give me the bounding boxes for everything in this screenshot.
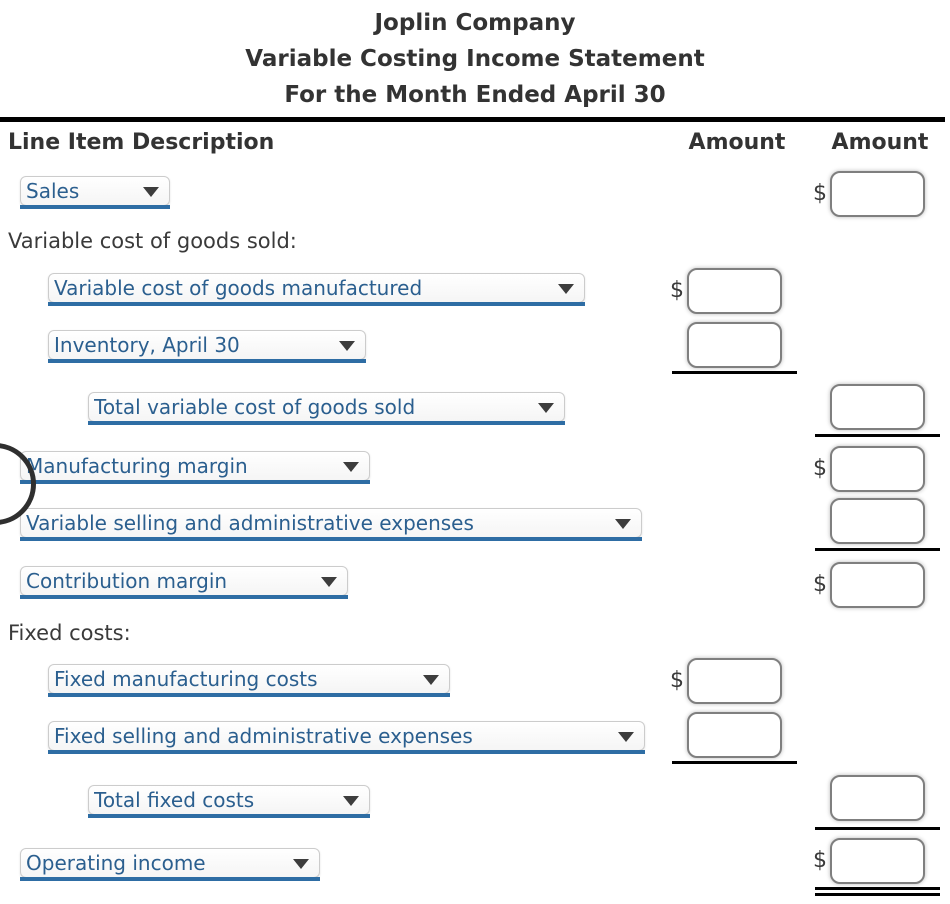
fixed-sa-expenses-amount-input[interactable] [687,712,782,758]
contribution-margin-dropdown-label: Contribution margin [26,569,228,593]
variable-sa-expenses-amount-input[interactable] [830,498,925,544]
inventory-april-30-dropdown-label: Inventory, April 30 [54,333,240,357]
fixed-manufacturing-costs-dropdown-label: Fixed manufacturing costs [54,667,318,691]
variable-cogm-amount-input[interactable] [687,268,782,314]
chevron-down-icon [615,519,631,529]
subtotal-rule [815,827,940,830]
section-label-variable-cogs: Variable cost of goods sold: [8,229,297,253]
chevron-down-icon [321,577,337,587]
fixed-sa-expenses-dropdown-label: Fixed selling and administrative expense… [54,724,473,748]
company-name: Joplin Company [374,10,576,36]
variable-cogm-dropdown-label: Variable cost of goods manufactured [54,276,423,300]
total-variable-cogs-dropdown[interactable]: Total variable cost of goods sold [88,392,565,425]
manufacturing-margin-dropdown[interactable]: Manufacturing margin [20,451,370,484]
subtotal-rule [672,371,797,374]
header-divider-rule [0,117,945,122]
fixed-manufacturing-costs-dropdown[interactable]: Fixed manufacturing costs [48,664,450,697]
statement-period: For the Month Ended April 30 [284,82,666,108]
dollar-sign: $ [813,848,827,873]
chevron-down-icon [618,732,634,742]
total-fixed-costs-dropdown[interactable]: Total fixed costs [88,785,370,818]
statement-title: Variable Costing Income Statement [245,46,705,72]
dollar-sign: $ [670,278,684,303]
grand-total-double-rule [815,887,940,896]
subtotal-rule [672,761,797,764]
dollar-sign: $ [813,572,827,597]
manufacturing-margin-amount-input[interactable] [830,446,925,492]
variable-cogm-dropdown[interactable]: Variable cost of goods manufactured [48,273,585,306]
dollar-sign: $ [670,668,684,693]
dollar-sign: $ [813,456,827,481]
operating-income-dropdown[interactable]: Operating income [20,848,320,881]
fixed-manufacturing-costs-amount-input[interactable] [687,658,782,704]
total-fixed-costs-dropdown-label: Total fixed costs [94,788,255,812]
subtotal-rule [815,548,940,551]
chevron-down-icon [143,187,159,197]
inventory-april-30-dropdown[interactable]: Inventory, April 30 [48,330,366,363]
sales-amount-input[interactable] [830,171,925,217]
chevron-down-icon [538,403,554,413]
operating-income-dropdown-label: Operating income [26,851,206,875]
contribution-margin-amount-input[interactable] [830,562,925,608]
total-variable-cogs-dropdown-label: Total variable cost of goods sold [94,395,416,419]
column-header-description: Line Item Description [8,130,275,155]
chevron-down-icon [343,462,359,472]
chevron-down-icon [339,341,355,351]
total-fixed-costs-amount-input[interactable] [830,775,925,821]
column-header-amount-2: Amount [831,130,929,155]
column-header-amount-1: Amount [688,130,786,155]
contribution-margin-dropdown[interactable]: Contribution margin [20,566,348,599]
variable-sa-expenses-dropdown[interactable]: Variable selling and administrative expe… [20,508,642,541]
manufacturing-margin-dropdown-label: Manufacturing margin [26,454,248,478]
sales-dropdown-label: Sales [26,179,80,203]
sales-dropdown[interactable]: Sales [20,176,170,209]
chevron-down-icon [343,796,359,806]
dollar-sign: $ [813,181,827,206]
variable-sa-expenses-dropdown-label: Variable selling and administrative expe… [26,511,474,535]
total-variable-cogs-amount-input[interactable] [830,384,925,430]
fixed-sa-expenses-dropdown[interactable]: Fixed selling and administrative expense… [48,721,645,754]
inventory-april-30-amount-input[interactable] [687,322,782,368]
chevron-down-icon [293,859,309,869]
section-label-fixed-costs: Fixed costs: [8,621,131,645]
subtotal-rule [815,434,940,437]
chevron-down-icon [558,284,574,294]
operating-income-amount-input[interactable] [830,838,925,884]
chevron-down-icon [423,675,439,685]
